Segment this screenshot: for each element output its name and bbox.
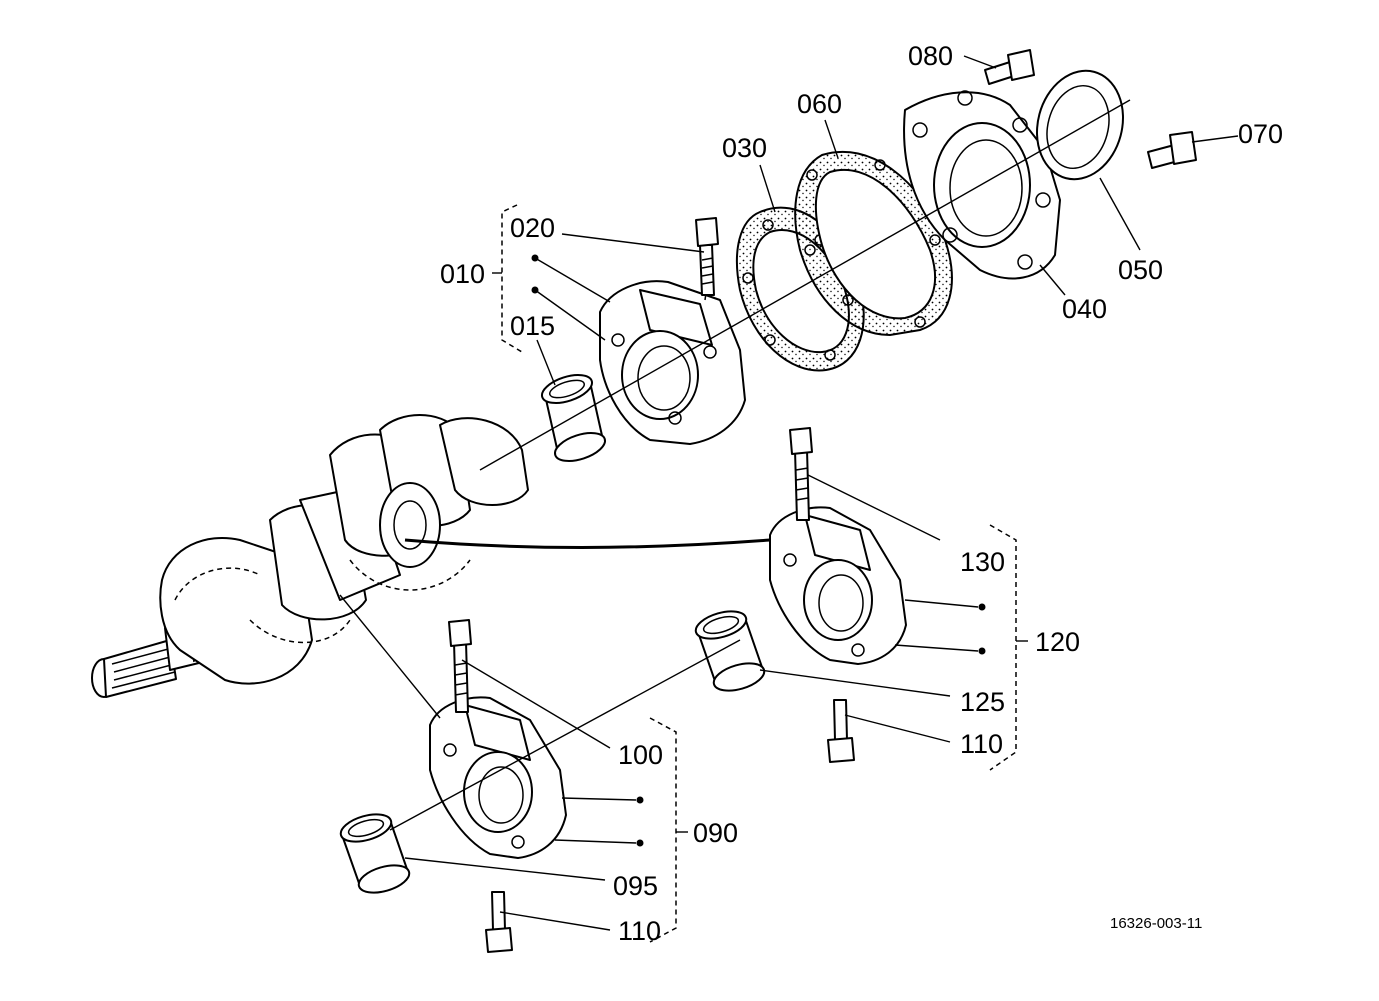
oil-seal-050 [1036, 69, 1124, 181]
bolt-080 [984, 49, 1035, 85]
label-100: 100 [618, 740, 663, 770]
bearing-015 [540, 374, 607, 462]
label-050: 050 [1118, 255, 1163, 285]
label-120: 120 [1035, 627, 1080, 657]
bearing-case-010 [599, 217, 746, 445]
label-110-right: 110 [960, 729, 1003, 759]
label-130: 130 [960, 547, 1005, 577]
bearing-095 [339, 813, 411, 894]
leader-lines [404, 55, 1239, 931]
label-015: 015 [510, 311, 555, 341]
label-030: 030 [722, 133, 767, 163]
label-090: 090 [693, 818, 738, 848]
label-110-lower: 110 [618, 916, 661, 946]
label-010: 010 [440, 259, 485, 289]
label-080: 080 [908, 41, 953, 71]
bolt-070 [1147, 131, 1197, 169]
label-125: 125 [960, 687, 1005, 717]
bearing-125 [694, 610, 766, 692]
label-095: 095 [613, 871, 658, 901]
label-060: 060 [797, 89, 842, 119]
group-brackets [492, 204, 1028, 943]
label-040: 040 [1062, 294, 1107, 324]
label-070: 070 [1238, 119, 1283, 149]
subassembly-dots [531, 254, 986, 847]
reference-code: 16326-003-11 [1110, 915, 1202, 932]
bearing-case-120 [769, 427, 907, 763]
part-labels: 010 015 020 030 040 050 060 070 080 090 … [440, 41, 1283, 946]
label-020: 020 [510, 213, 555, 243]
bearing-case-090 [429, 619, 567, 953]
crankshaft [91, 414, 529, 698]
